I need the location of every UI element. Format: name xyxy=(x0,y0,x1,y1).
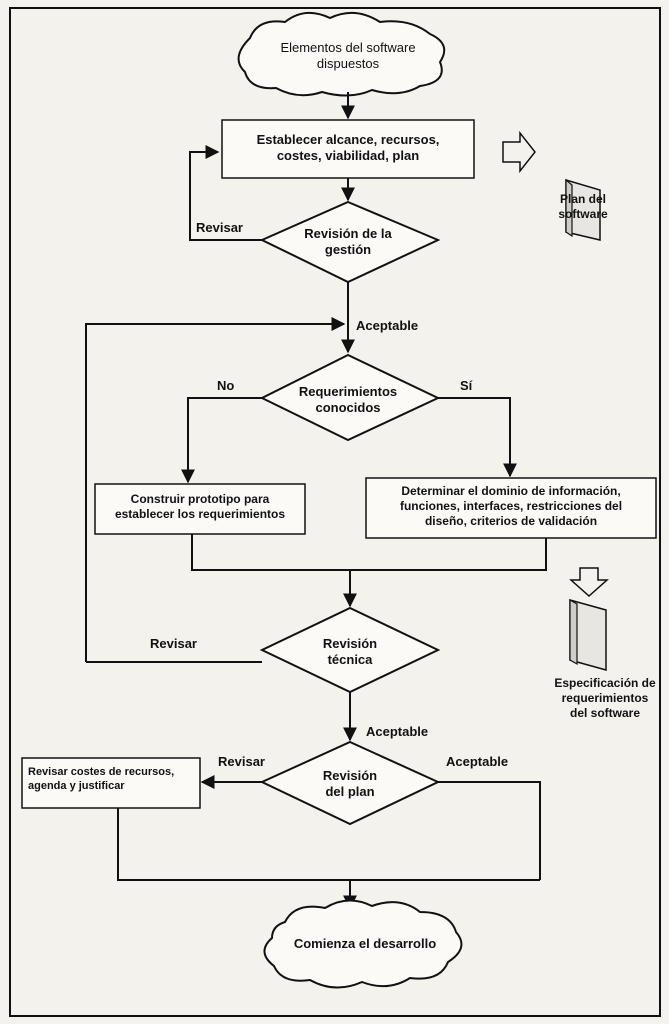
arrow-to-plan-doc xyxy=(502,130,536,174)
start-cloud xyxy=(237,11,446,97)
plan-revise-label: Revisar xyxy=(218,754,265,769)
determine-label: Determinar el dominio de información,fun… xyxy=(399,484,623,528)
end-label: Comienza el desarrollo xyxy=(293,936,437,951)
spec-doc-icon xyxy=(569,598,607,671)
plan-acceptable-path xyxy=(438,781,541,880)
yes-branch-arrow xyxy=(438,397,517,478)
plan-review-diamond xyxy=(259,740,441,826)
acceptable-label-2: Aceptable xyxy=(366,724,429,739)
establish-box xyxy=(221,119,475,179)
no-label: No xyxy=(217,378,235,393)
req-known-diamond xyxy=(259,353,441,442)
acceptable-label-1: Aceptable xyxy=(356,318,419,333)
determine-box xyxy=(365,477,657,539)
mgmt-revise-loop xyxy=(189,145,262,241)
mgmt-revise-label: Revisar xyxy=(196,220,243,235)
tech-revise-loop xyxy=(85,317,346,662)
no-branch-arrow xyxy=(181,397,262,484)
yes-label: Sí xyxy=(460,378,473,393)
revise-costs-label: Revisar costes de recursos,agenda y just… xyxy=(28,766,175,792)
plan-doc-icon xyxy=(565,178,601,241)
prototype-box xyxy=(94,483,306,535)
bottom-merge-line xyxy=(117,808,540,881)
tech-revise-label: Revisar xyxy=(150,636,197,651)
arrow-to-spec-doc xyxy=(569,567,609,598)
end-cloud xyxy=(263,899,463,989)
merge-line xyxy=(191,534,547,571)
revise-costs-box xyxy=(21,757,201,809)
page-frame xyxy=(9,7,661,1017)
establish-label: Establecer alcance, recursos,costes, via… xyxy=(256,132,440,164)
plan-acceptable-label: Aceptable xyxy=(446,754,509,769)
